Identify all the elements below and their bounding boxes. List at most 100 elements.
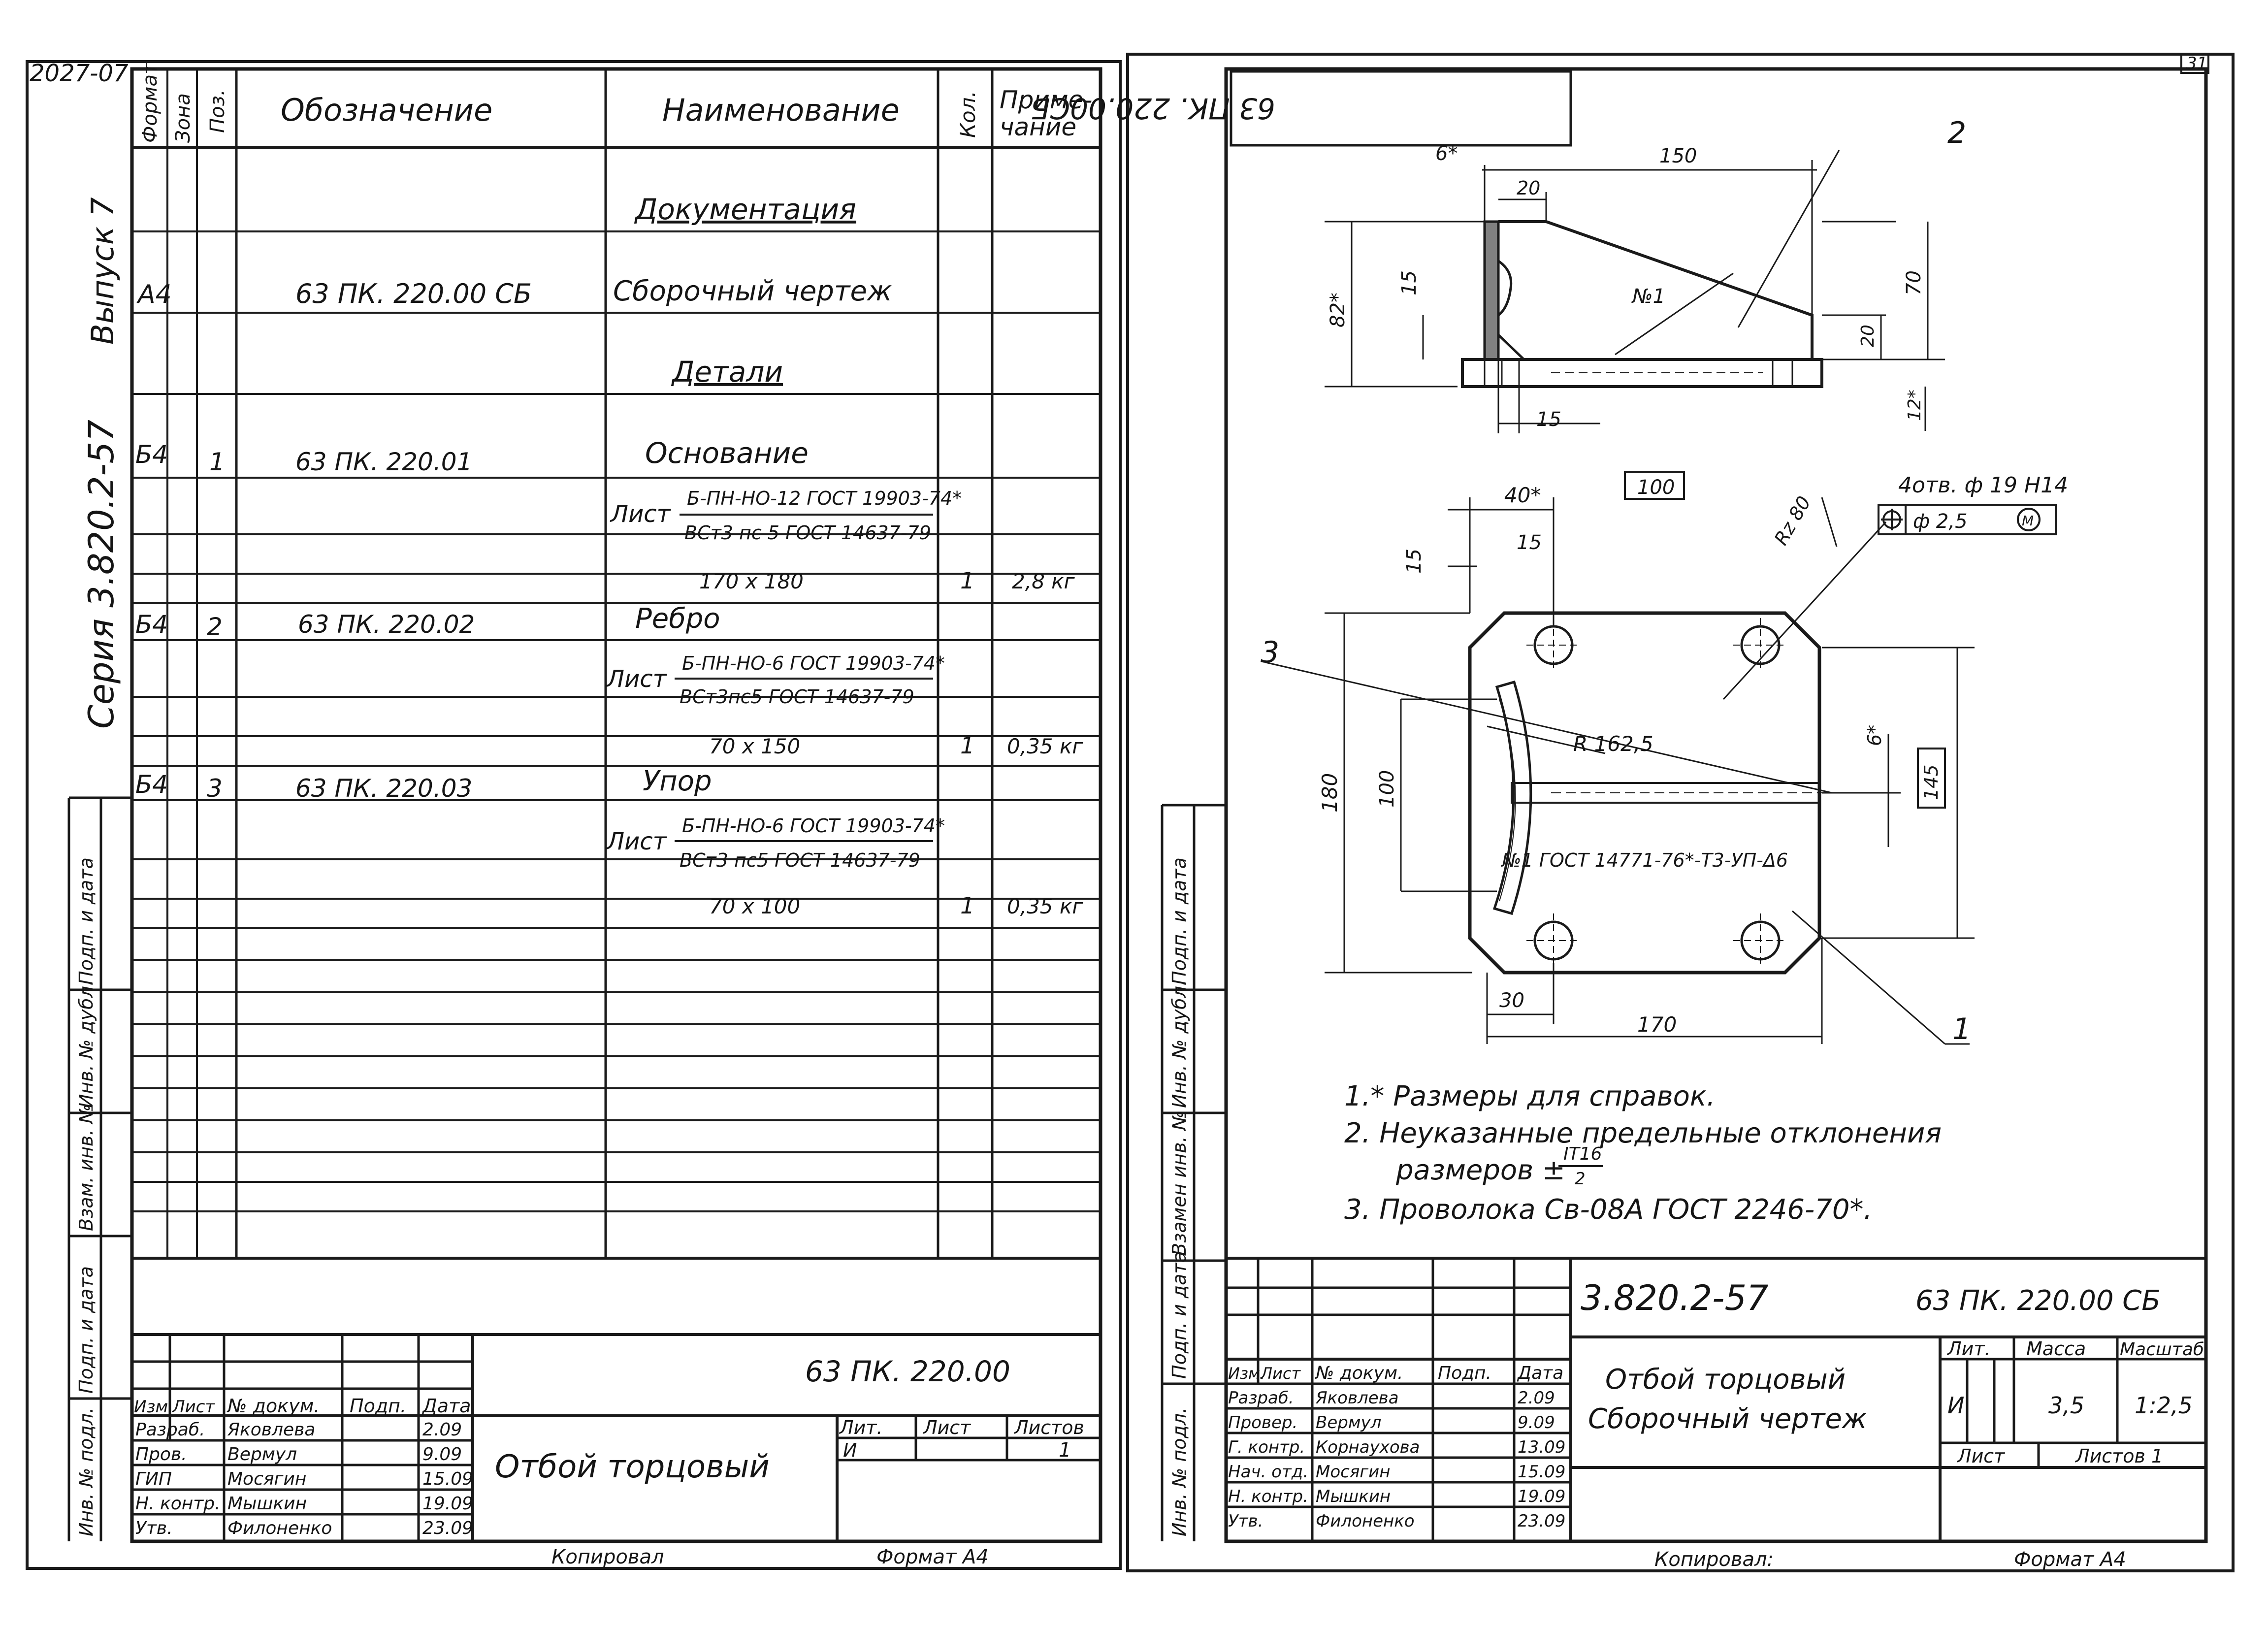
right-title-1: Отбой торцовый <box>1605 1364 1846 1396</box>
right-col-doc: № докум. <box>1315 1363 1403 1383</box>
dim-15a: 15 <box>1398 270 1421 295</box>
right-person-date: 13.09 <box>1518 1437 1565 1457</box>
left-sheet-label: Лист <box>922 1417 972 1438</box>
header-note-1: Приме- <box>1000 86 1092 114</box>
right-person-date: 2.09 <box>1518 1388 1555 1408</box>
dim-145-box <box>1917 748 1946 809</box>
header-pos: Поз. <box>206 89 229 133</box>
weld-label-2: №1 ГОСТ 14771-76*-Т3-УП-Δ6 <box>1501 849 1788 871</box>
part2-sheet-prefix: Лист <box>606 665 668 693</box>
dim-100: 100 <box>1376 770 1398 808</box>
mirror-code-box <box>1230 70 1572 147</box>
part2-sheet-bottom: ВСт3пс5 ГОСТ 14637-79 <box>680 686 914 708</box>
tolerance-value: ф 2,5 <box>1913 510 1968 533</box>
part3-format: Б4 <box>135 770 168 799</box>
left-person-date: 19.09 <box>422 1494 473 1514</box>
sheet-number: 31 <box>2186 54 2207 73</box>
right-col-sign: Подп. <box>1438 1363 1491 1383</box>
side-issue: Выпуск 7 <box>85 197 121 345</box>
side-view <box>1325 150 1945 433</box>
part2-designation: 63 ПК. 220.02 <box>298 610 475 639</box>
part3-sheet-bottom: ВСт3 пс5 ГОСТ 14637-79 <box>680 849 920 871</box>
tolerance-m: М <box>2022 513 2034 529</box>
right-col-list: Лист <box>1260 1364 1301 1383</box>
left-col-list: Лист <box>171 1397 215 1417</box>
part3-size: 70 х 100 <box>709 894 800 918</box>
dim-20b: 20 <box>1858 325 1878 347</box>
note-frac-top: IT16 <box>1563 1144 1602 1164</box>
base-plate-outline <box>1468 611 1821 975</box>
part1-size: 170 х 180 <box>699 569 804 593</box>
dim-30: 30 <box>1499 989 1524 1012</box>
right-sheets-label: Листов 1 <box>2074 1445 2163 1467</box>
part3-designation: 63 ПК. 220.03 <box>295 774 472 803</box>
side-box-2: Подп. и дата <box>75 1266 97 1394</box>
tolerance-frame <box>1878 504 2057 535</box>
header-note-2: чание <box>1000 113 1076 141</box>
dim-82: 82* <box>1327 293 1349 327</box>
right-col-date: Дата <box>1517 1363 1563 1383</box>
plan-view <box>1265 497 1975 1045</box>
row-a4-designation: 63 ПК. 220.00 СБ <box>295 278 532 309</box>
part2-qty: 1 <box>960 732 974 759</box>
dim-12: 12* <box>1905 390 1925 421</box>
header-qty: Кол. <box>956 91 980 138</box>
right-mass-label: Масса <box>2026 1338 2086 1360</box>
right-person-role: Нач. отд. <box>1228 1462 1308 1482</box>
right-scale-value: 1:2,5 <box>2135 1392 2193 1419</box>
r-side-box-4: Инв. № дубл. <box>1168 980 1190 1108</box>
left-person-role: Утв. <box>135 1518 173 1538</box>
callout-2: 2 <box>1947 116 1966 150</box>
base-plate-section <box>1461 358 1823 388</box>
right-person-date: 23.09 <box>1518 1511 1565 1531</box>
right-person-role: Н. контр. <box>1228 1487 1308 1506</box>
stop-section <box>1483 220 1500 361</box>
left-person-date: 9.09 <box>422 1444 462 1465</box>
right-scale-label: Масштаб <box>2120 1339 2204 1360</box>
header-designation: Обозначение <box>281 92 492 128</box>
left-sheets-value: 1 <box>1059 1439 1071 1462</box>
right-sheet: 31 63 ПК. 220.00СБ Инв. № подл. Подп. и … <box>1031 53 2235 1572</box>
note-1: 1.* Размеры для справок. <box>1344 1080 1716 1112</box>
left-format: Формат А4 <box>876 1546 989 1568</box>
dim-145: 145 <box>1920 764 1942 800</box>
left-title-block-grid <box>132 1333 1101 1541</box>
stamp-number: 2027-07 <box>30 60 129 87</box>
part3-sheet-top: Б-ПН-НО-6 ГОСТ 19903-74* <box>682 815 945 837</box>
dim-170: 170 <box>1637 1012 1677 1037</box>
dim-150: 150 <box>1659 145 1697 167</box>
left-col-date: Дата <box>421 1395 471 1417</box>
spec-table-grid <box>132 69 1101 1260</box>
left-lit-value: И <box>843 1439 857 1461</box>
right-outer-frame <box>1126 53 2235 1572</box>
part1-sheet-top: Б-ПН-НО-12 ГОСТ 19903-74* <box>687 488 962 509</box>
right-person-role: Утв. <box>1228 1511 1263 1531</box>
right-title-block-grid <box>1226 1257 2206 1541</box>
right-person-role: Провер. <box>1228 1413 1297 1433</box>
callout-1: 1 <box>1952 1012 1971 1046</box>
r-side-box-3: Взамен инв. № <box>1168 1111 1190 1256</box>
side-box-3: Взам. инв. № <box>75 1104 97 1231</box>
dim-180: 180 <box>1318 773 1342 813</box>
left-person-role: Разраб. <box>135 1420 205 1440</box>
part3-pos: 3 <box>207 774 223 803</box>
dim-6a: 6* <box>1435 142 1458 165</box>
right-title-2: Сборочный чертеж <box>1588 1403 1867 1435</box>
right-person-role: Г. контр. <box>1228 1437 1305 1457</box>
right-person-name: Вермул <box>1316 1413 1381 1433</box>
dim-100-box <box>1624 471 1685 500</box>
left-title: Отбой торцовый <box>495 1449 770 1485</box>
right-person-name: Филоненко <box>1316 1511 1415 1531</box>
left-person-date: 15.09 <box>422 1469 473 1489</box>
side-series: Серия 3.820.2-57 <box>81 420 122 729</box>
right-copied: Копировал: <box>1654 1548 1774 1571</box>
left-person-role: Пров. <box>135 1444 187 1465</box>
side-box-4: Инв. № дубл. <box>75 980 97 1108</box>
part1-format: Б4 <box>135 440 168 469</box>
right-mass-value: 3,5 <box>2048 1392 2084 1419</box>
right-side-boxes <box>1161 804 1226 1541</box>
left-title-code: 63 ПК. 220.00 <box>805 1355 1010 1388</box>
header-zone: Зона <box>172 93 194 143</box>
